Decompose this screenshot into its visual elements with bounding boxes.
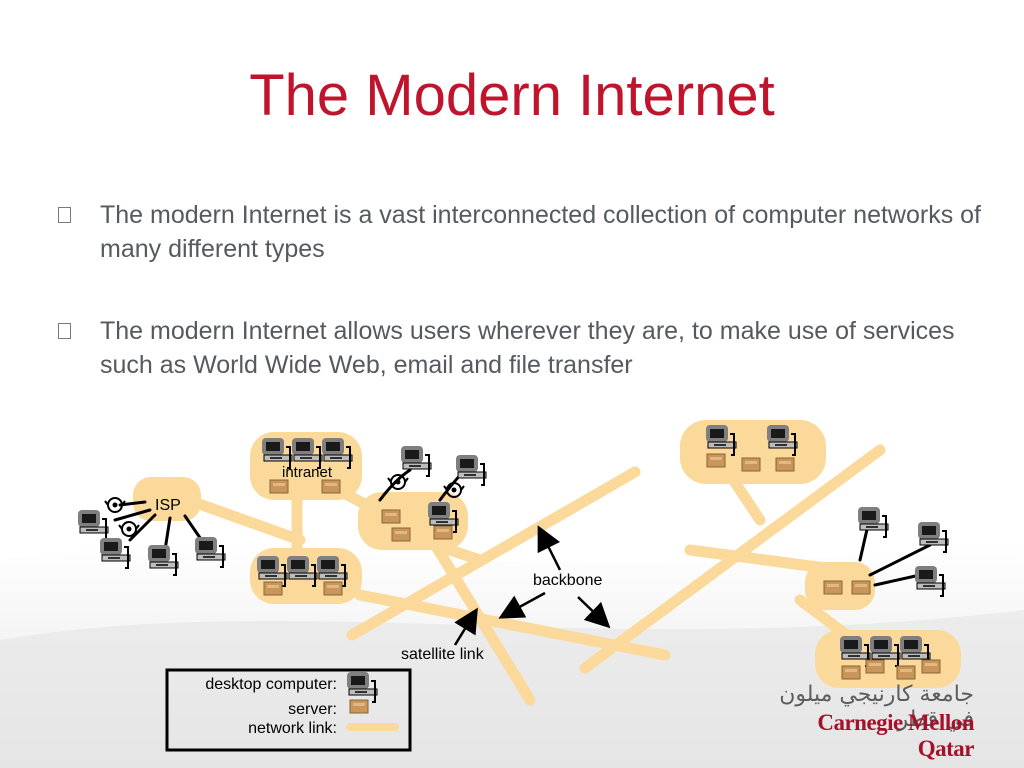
legend-link-label: network link: [248,720,337,737]
isp-label: ISP [155,497,181,514]
legend-desktop-label: desktop computer: [205,676,337,693]
legend-server-icon [349,699,369,714]
intranet-label: intranet [282,464,333,481]
bullet-list: The modern Internet is a vast interconne… [58,198,988,382]
bullet-marker-icon [58,323,71,339]
satellite-link-label: satellite link [401,646,485,663]
backbone-label: backbone [533,572,602,589]
bullet-item: The modern Internet is a vast interconne… [58,198,988,266]
legend-desktop-icon [346,671,378,703]
legend-server-label: server: [288,701,337,718]
bullet-text: The modern Internet allows users whereve… [100,317,955,379]
logo-arabic-text: جامعة كارنيجي ميلون في قطر [779,682,974,732]
slide-title: The Modern Internet [249,63,775,128]
logo-english-text: Carnegie Mellon Qatar [817,710,974,761]
top-right-cluster [680,420,826,484]
bullet-text: The modern Internet is a vast interconne… [100,201,982,263]
legend: desktop computer: server: network link: [165,668,412,752]
bullet-marker-icon [58,207,71,223]
bullet-item: The modern Internet allows users whereve… [58,314,988,382]
label-arrows [453,525,611,646]
